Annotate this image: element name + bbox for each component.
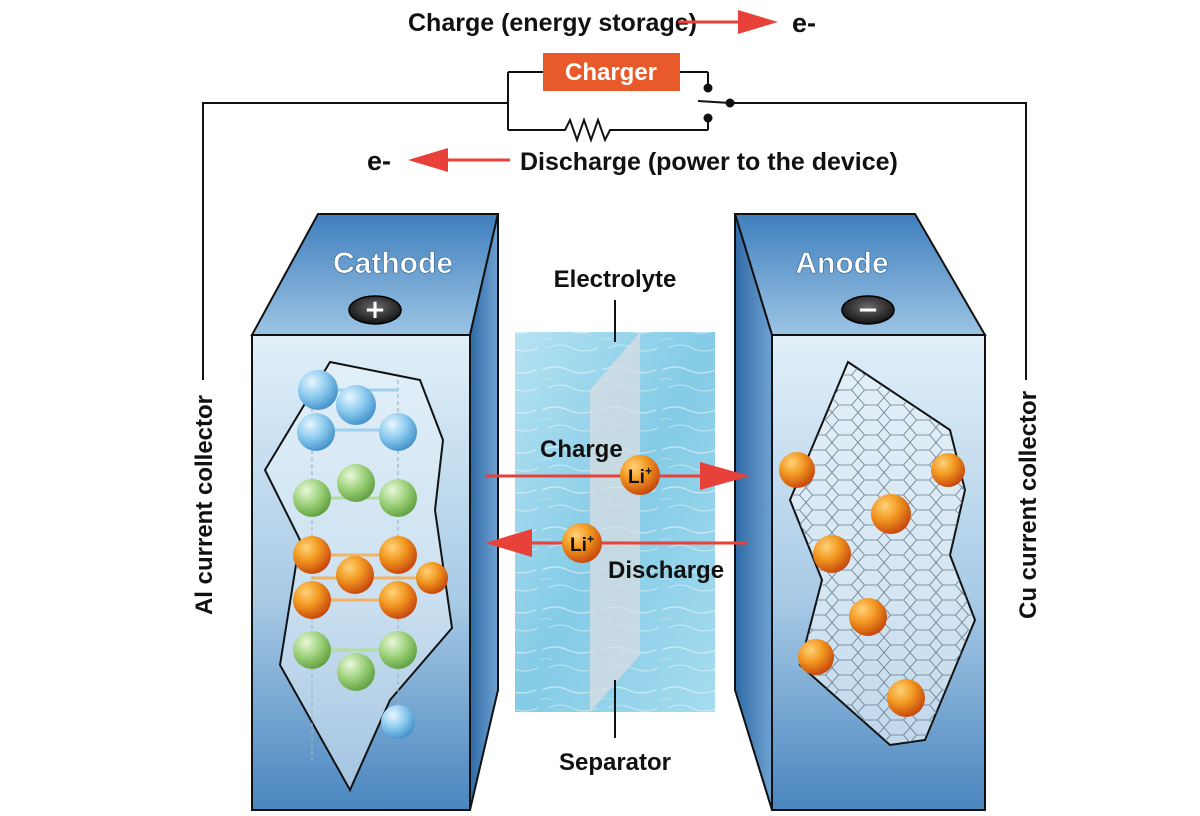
li-ion-discharge bbox=[562, 523, 602, 563]
li-ion-charge bbox=[620, 455, 660, 495]
switch-contact-top bbox=[703, 83, 713, 93]
anode-block: Anode − bbox=[733, 213, 987, 811]
plus-icon: + bbox=[364, 295, 386, 325]
cathode-atoms bbox=[293, 370, 448, 739]
charger-label: Charger bbox=[565, 59, 657, 86]
al-collector-label: Al current collector bbox=[191, 395, 218, 615]
li-ion-discharge-label: Li+ bbox=[570, 532, 594, 556]
electrolyte-region bbox=[515, 332, 715, 712]
switch-contact-bottom bbox=[703, 113, 713, 123]
cathode-block: Cathode + bbox=[250, 213, 500, 811]
charger-box bbox=[543, 53, 680, 91]
separator-label: Separator bbox=[559, 749, 671, 776]
external-circuit bbox=[202, 71, 1027, 380]
resistor bbox=[508, 116, 708, 144]
minus-icon: − bbox=[857, 295, 879, 325]
cathode-wire bbox=[202, 102, 508, 380]
electrolyte-label: Electrolyte bbox=[554, 266, 677, 293]
discharge-electron-label: e- bbox=[367, 146, 391, 176]
ion-charge-label: Charge bbox=[540, 436, 623, 463]
li-ion-charge-label: Li+ bbox=[628, 464, 652, 488]
charge-top-label: Charge (energy storage) bbox=[408, 9, 697, 37]
cathode-terminal bbox=[348, 295, 402, 325]
anode-atoms bbox=[779, 452, 965, 717]
switch-lever bbox=[697, 100, 731, 104]
cathode-title: Cathode bbox=[333, 247, 453, 280]
ion-discharge-label: Discharge bbox=[608, 557, 724, 584]
charge-electron-label: e- bbox=[792, 8, 816, 38]
cu-collector-label: Cu current collector bbox=[1015, 391, 1042, 619]
anode-wire bbox=[730, 102, 1027, 380]
separator-membrane bbox=[590, 332, 640, 712]
discharge-top-label: Discharge (power to the device) bbox=[520, 148, 898, 176]
ion-charge-flow bbox=[485, 462, 750, 490]
anode-title: Anode bbox=[795, 247, 888, 280]
switch-pivot bbox=[725, 98, 735, 108]
ion-discharge-flow bbox=[485, 529, 748, 557]
anode-terminal bbox=[841, 295, 895, 325]
